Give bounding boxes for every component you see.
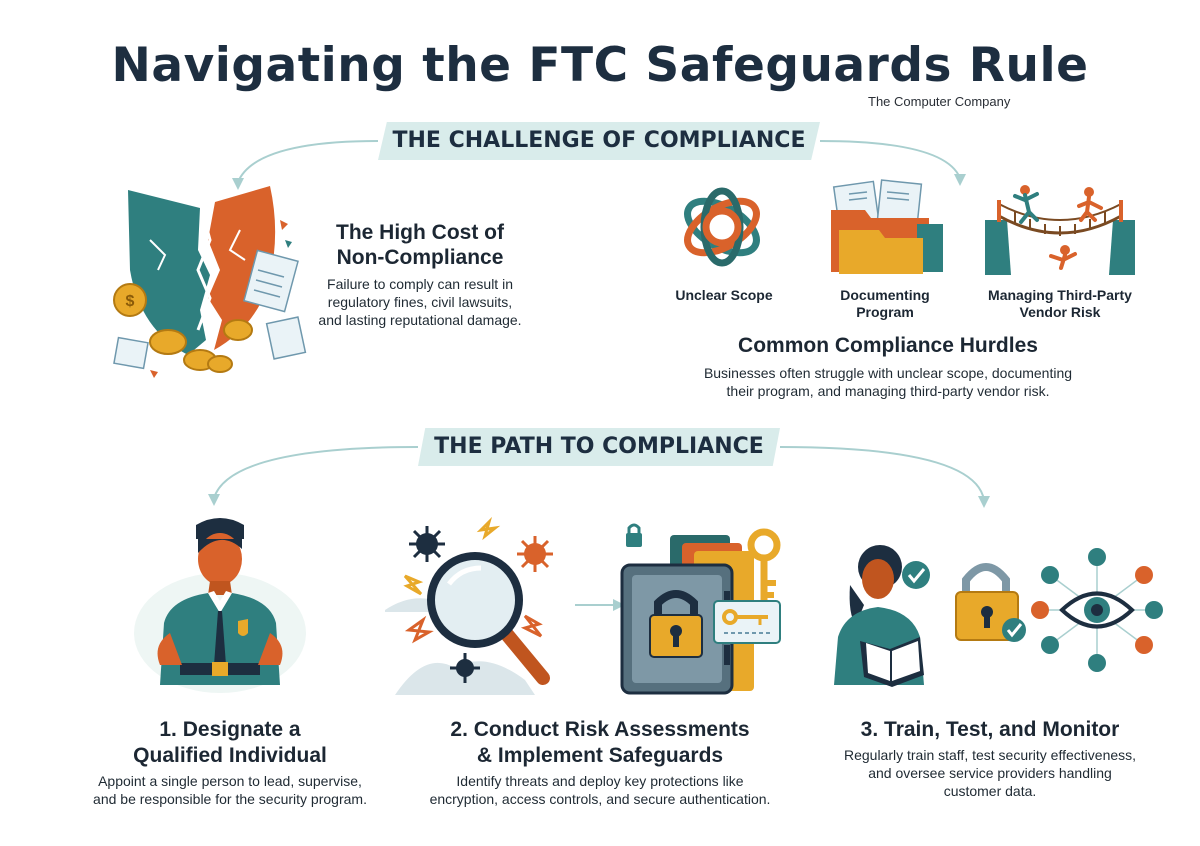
step-3-title: 3. Train, Test, and Monitor	[860, 718, 1120, 741]
person-reading-icon	[834, 545, 930, 687]
step-3-desc: Regularly train staff, test security eff…	[843, 747, 1137, 799]
hurdles-title: Common Compliance Hurdles	[738, 334, 1038, 357]
svg-text:$: $	[126, 293, 135, 310]
hurdles-desc: Businesses often struggle with unclear s…	[703, 365, 1073, 399]
path-banner: THE PATH TO COMPLIANCE	[418, 428, 780, 466]
rope-bridge-icon	[985, 185, 1135, 275]
challenge-banner: THE CHALLENGE OF COMPLIANCE	[378, 122, 820, 160]
padlock-check-icon	[955, 563, 1026, 642]
tangled-knot-icon	[684, 187, 760, 267]
vault-lock-key-icon	[620, 523, 781, 695]
folders-documents-icon	[831, 179, 943, 274]
step-2-title: 2. Conduct Risk Assessments & Implement …	[450, 718, 750, 767]
broken-shield-coins-icon: $	[113, 186, 307, 378]
page-title: Navigating the FTC Safeguards Rule	[111, 38, 1089, 93]
cost-desc: Failure to comply can result in regulato…	[318, 276, 522, 328]
hurdle-label-vendor: Managing Third-Party Vendor Risk	[988, 287, 1132, 320]
arrow-right-icon	[575, 599, 625, 611]
magnifier-threats-icon	[385, 516, 553, 695]
step-1-title: 1. Designate a Qualified Individual	[133, 718, 327, 767]
company-name: The Computer Company	[868, 94, 1011, 109]
cost-title: The High Cost of Non-Compliance	[336, 221, 504, 269]
eye-network-icon	[1031, 548, 1163, 672]
security-officer-icon	[134, 518, 306, 693]
hurdle-label-documenting: Documenting Program	[840, 287, 930, 320]
step-2-desc: Identify threats and deploy key protecti…	[429, 773, 771, 807]
hurdle-label-scope: Unclear Scope	[675, 287, 773, 303]
step-1-desc: Appoint a single person to lead, supervi…	[93, 773, 367, 807]
